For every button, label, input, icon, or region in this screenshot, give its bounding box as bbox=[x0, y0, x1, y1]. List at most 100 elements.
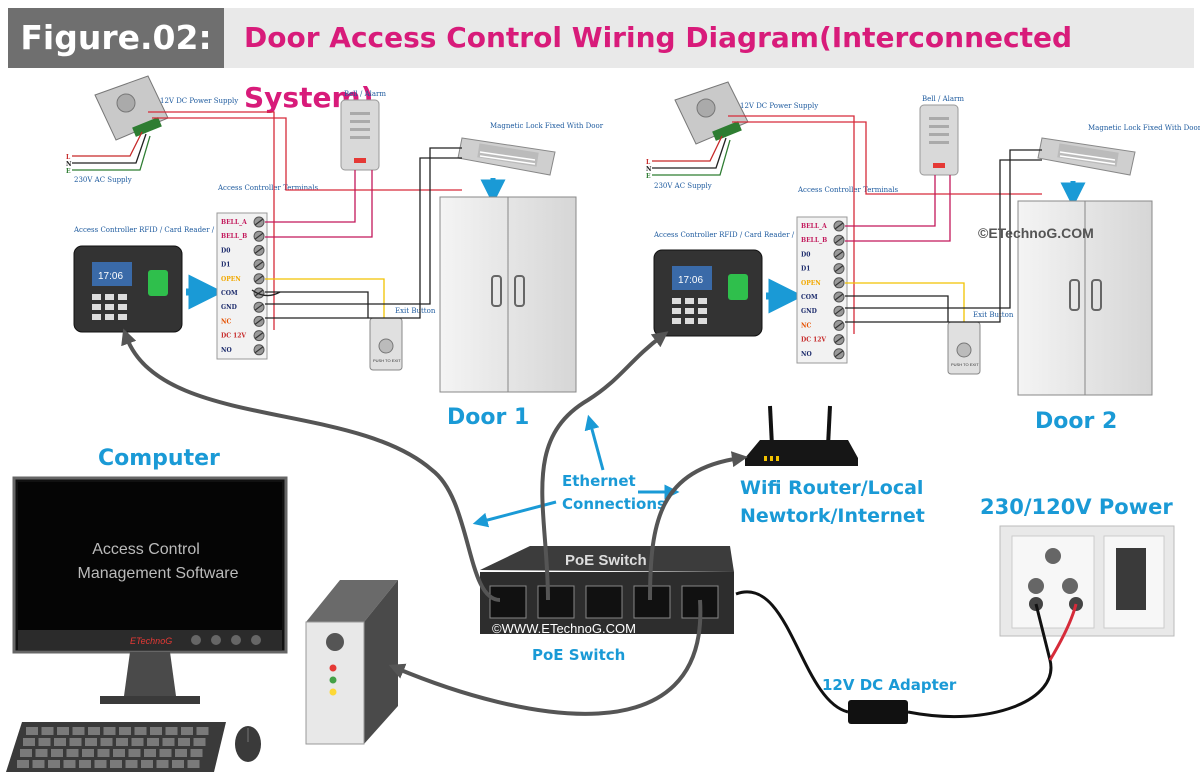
door2-system: 12V DC Power Supply 230V AC Supply L N E… bbox=[646, 81, 1200, 434]
keyboard-key bbox=[35, 749, 48, 757]
door2-exit-button-text: PUSH TO EXIT bbox=[951, 362, 979, 367]
keyboard-key bbox=[196, 727, 209, 735]
terminal-screw-slot bbox=[834, 250, 844, 258]
keyboard-key bbox=[172, 760, 184, 768]
keyboard-key bbox=[181, 727, 193, 735]
door2-psu-label: 12V DC Power Supply bbox=[740, 102, 818, 110]
terminal-screw-slot bbox=[254, 275, 264, 283]
keyboard-key bbox=[48, 760, 60, 768]
keyboard-key bbox=[156, 760, 169, 768]
terminal-screw-slot bbox=[834, 336, 844, 344]
computer-monitor bbox=[12, 476, 288, 704]
switch-top-label: PoE Switch bbox=[565, 552, 647, 569]
keyboard-key bbox=[54, 738, 66, 746]
door2-controller-label: Access Controller RFID / Card Reader / F… bbox=[653, 231, 837, 239]
keyboard-key bbox=[144, 749, 156, 757]
keyboard-key bbox=[94, 760, 107, 768]
keyboard-key bbox=[141, 760, 153, 768]
power-socket bbox=[999, 525, 1175, 637]
door1-lcd-time: 17:06 bbox=[98, 271, 123, 282]
terminal-screw-slot bbox=[834, 222, 844, 230]
ethernet-label-line1: Ethernet bbox=[562, 472, 636, 490]
door2-door bbox=[1017, 200, 1153, 396]
terminal-label: NC bbox=[801, 322, 811, 329]
router-label-line2: Newtork/Internet bbox=[740, 505, 925, 527]
terminal-screw-slot bbox=[254, 303, 264, 311]
power-label: 230/120V Power bbox=[980, 495, 1173, 519]
terminal-label: NO bbox=[801, 351, 812, 358]
door2-bell-alarm bbox=[919, 104, 959, 176]
terminal-screw-slot bbox=[254, 218, 264, 226]
diagram-title: Door Access Control Wiring Diagram(Inter… bbox=[224, 8, 1194, 114]
terminal-label: BELL_A bbox=[801, 223, 827, 230]
switch-watermark: ©WWW.ETechnoG.COM bbox=[492, 621, 636, 636]
terminal-screw-slot bbox=[834, 236, 844, 244]
terminal-label: COM bbox=[801, 294, 818, 301]
door2-maglock-label: Magnetic Lock Fixed With Door bbox=[1088, 124, 1200, 132]
keyboard-key bbox=[113, 749, 125, 757]
terminal-screw-slot bbox=[254, 246, 264, 254]
ethernet-port bbox=[585, 585, 623, 619]
keyboard-key bbox=[63, 760, 76, 768]
terminal-label: NO bbox=[221, 347, 232, 354]
power-cables bbox=[735, 590, 1078, 719]
door2-ac-n: N bbox=[646, 166, 652, 173]
terminal-label: OPEN bbox=[801, 280, 821, 287]
keyboard-key bbox=[150, 727, 162, 735]
door1-ac-n: N bbox=[66, 161, 72, 168]
keyboard-key bbox=[110, 760, 122, 768]
door1-psu-label: 12V DC Power Supply bbox=[160, 97, 238, 105]
terminal-label: OPEN bbox=[221, 276, 241, 283]
terminal-screw-slot bbox=[254, 346, 264, 354]
terminal-label: DC 12V bbox=[801, 337, 826, 344]
door1-access-controller: 17:06 bbox=[73, 245, 183, 333]
door1-terminals-label: Access Controller Terminals bbox=[217, 184, 319, 192]
terminal-label: DC 12V bbox=[221, 333, 246, 340]
ethernet-port bbox=[537, 585, 575, 619]
figure-label: Figure.02: bbox=[8, 8, 224, 68]
terminal-label: D1 bbox=[801, 266, 810, 273]
terminal-label: D0 bbox=[221, 247, 230, 254]
terminal-screw-slot bbox=[834, 307, 844, 315]
terminal-screw-slot bbox=[834, 293, 844, 301]
door2-label: Door 2 bbox=[1035, 409, 1117, 434]
screen-text-line2: Management Software bbox=[78, 565, 239, 582]
door2-ac-label: 230V AC Supply bbox=[654, 182, 712, 190]
cpu-tower bbox=[305, 580, 398, 745]
terminal-screw-slot bbox=[834, 321, 844, 329]
terminal-label: BELL_A bbox=[221, 219, 247, 226]
keyboard-key bbox=[88, 727, 100, 735]
keyboard-key bbox=[193, 738, 206, 746]
door2-exit-button bbox=[947, 321, 981, 375]
router-label-line1: Wifi Router/Local bbox=[740, 477, 923, 499]
terminal-label: GND bbox=[801, 308, 817, 315]
keyboard-key bbox=[187, 760, 200, 768]
door1-label: Door 1 bbox=[447, 405, 529, 430]
watermark: ©ETechnoG.COM bbox=[978, 225, 1094, 241]
screen-text-line1: Access Control bbox=[92, 541, 200, 558]
terminal-screw-slot bbox=[254, 332, 264, 340]
keyboard-key bbox=[51, 749, 63, 757]
keyboard-key bbox=[17, 760, 29, 768]
door2-access-controller: 17:06 bbox=[653, 249, 763, 337]
door2-magnetic-lock bbox=[1037, 137, 1136, 176]
keyboard-key bbox=[79, 760, 91, 768]
keyboard bbox=[6, 722, 226, 772]
door2-exit-label: Exit Button bbox=[973, 311, 1014, 319]
door2-bell-label: Bell / Alarm bbox=[922, 95, 964, 103]
terminal-label: D1 bbox=[221, 262, 230, 269]
keyboard-key bbox=[125, 760, 138, 768]
dc-adapter bbox=[848, 700, 908, 724]
door2-terminals-label: Access Controller Terminals bbox=[797, 186, 899, 194]
switch-bottom-label: PoE Switch bbox=[532, 646, 625, 664]
door1-ac-e: E bbox=[66, 168, 71, 175]
door2-lcd-time: 17:06 bbox=[678, 275, 703, 286]
keyboard-key bbox=[116, 738, 128, 746]
door2-ac-l: L bbox=[646, 159, 651, 166]
terminal-label: NC bbox=[221, 318, 231, 325]
keyboard-key bbox=[85, 738, 97, 746]
door2-ac-e: E bbox=[646, 173, 651, 180]
keyboard-key bbox=[134, 727, 147, 735]
